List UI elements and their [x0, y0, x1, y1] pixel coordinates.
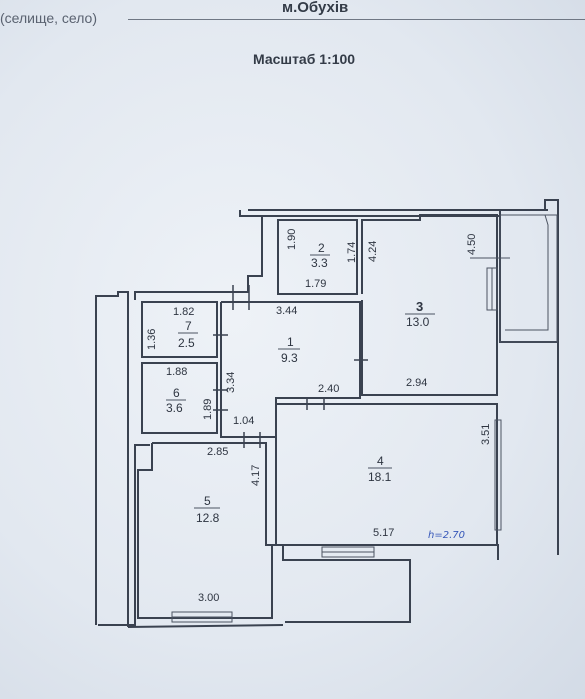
room-7-number: 7 [185, 319, 192, 333]
dim-r3-left: 4.24 [367, 241, 379, 262]
room-2-area: 3.3 [311, 256, 328, 270]
room-1-outline [220, 301, 361, 438]
city-underline [128, 19, 585, 20]
dim-r1-bottom: 2.40 [318, 383, 339, 395]
room-4-area: 18.1 [368, 470, 392, 484]
dim-r4-right: 3.51 [480, 424, 492, 445]
room-1-number: 1 [287, 335, 294, 349]
dim-r7-top: 1.82 [173, 306, 194, 318]
room-2-number: 2 [318, 241, 325, 255]
room-2-outline [277, 219, 358, 295]
outer-walls [95, 199, 559, 628]
dim-r7-left: 1.36 [146, 329, 158, 350]
room-4-number: 4 [377, 454, 384, 468]
dim-r5-right: 4.17 [250, 465, 262, 486]
room-6-area: 3.6 [166, 401, 183, 415]
room-walls [137, 214, 498, 619]
dim-r5-top: 2.85 [207, 446, 228, 458]
dim-r3-right: 4.50 [466, 234, 478, 255]
room-5-outline [137, 442, 273, 619]
room-6-number: 6 [173, 386, 180, 400]
room-3-outline [361, 214, 498, 396]
room-7-area: 2.5 [178, 336, 195, 350]
ceiling-height-note: h=2.70 [428, 530, 465, 541]
dim-r6-top: 1.88 [166, 366, 187, 378]
room-5-area: 12.8 [196, 511, 220, 525]
dimension-labels: 1.90 1.74 1.79 4.24 4.50 2.94 3.44 3.34 … [146, 229, 492, 604]
room-3-area: 13.0 [406, 315, 430, 329]
room-6-outline [141, 362, 218, 434]
dim-r2-right: 1.74 [346, 242, 358, 263]
door-marks [213, 285, 368, 448]
dim-r6-left: 1.89 [202, 399, 214, 420]
settlement-label: (селище, село) [0, 10, 97, 26]
dim-r4-bottom: 5.17 [373, 527, 394, 539]
dim-r2-height: 1.90 [286, 229, 298, 250]
room-1-area: 9.3 [281, 351, 298, 365]
room-7-outline [141, 301, 218, 358]
room-labels: 2 3.3 3 13.0 1 9.3 7 2.5 6 3.6 4 18.1 5 … [166, 241, 435, 525]
dim-r1-top: 3.44 [276, 305, 297, 317]
room-3-number: 3 [416, 299, 423, 314]
room-4-outline [275, 403, 498, 546]
dim-r2-bottom: 1.79 [305, 278, 326, 290]
dim-r3-bottom: 2.94 [406, 377, 427, 389]
windows [171, 214, 558, 623]
scale-title: Масштаб 1:100 [253, 51, 356, 67]
dim-r1-left: 3.34 [225, 372, 237, 393]
city-name: м.Обухів [282, 0, 349, 16]
dim-r1-door: 1.04 [233, 415, 254, 427]
dim-r5-bottom: 3.00 [198, 592, 219, 604]
room-5-number: 5 [204, 494, 211, 508]
